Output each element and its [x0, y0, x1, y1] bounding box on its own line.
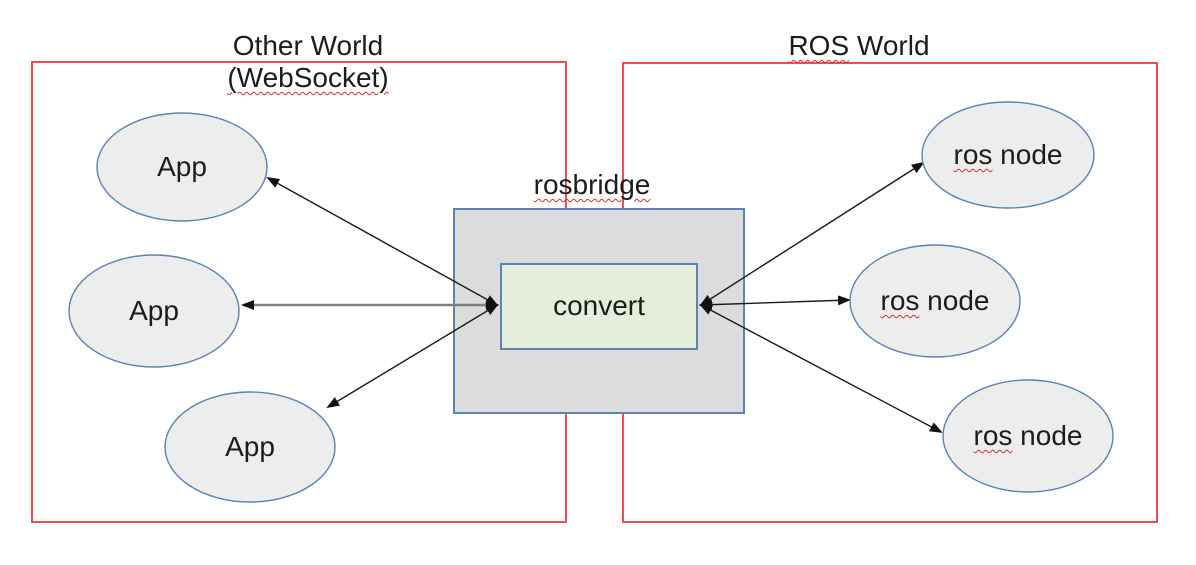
rosbridge-label-wrap: rosbridge [492, 169, 692, 201]
connector-convert-rosnode-top [699, 161, 925, 307]
connector-convert-rosnode-bottom [699, 304, 943, 433]
ros-world-title: ROS World [709, 30, 1009, 62]
rosnode-ellipse-top [921, 101, 1095, 209]
other-world-title-line2: (WebSocket) [227, 62, 389, 93]
rosbridge-label: rosbridge [533, 169, 651, 200]
rosnode-label-top: ros node [923, 139, 1093, 171]
rosnode-label-top-part2: node [992, 139, 1063, 170]
convert-label: convert [553, 290, 645, 321]
app-ellipse-bottom [164, 391, 336, 503]
connector-convert-app-top [266, 177, 499, 306]
app-label-bottom: App [225, 431, 275, 462]
other-world-title-line1: Other World [232, 30, 384, 61]
ros-world-title-part1: ROS [788, 30, 850, 61]
app-ellipse-top [96, 112, 268, 222]
ros-world-title-part2: World [849, 30, 930, 61]
rosnode-label-bottom: ros node [943, 420, 1113, 452]
rosnode-label-middle-part2: node [919, 285, 990, 316]
rosnode-label-bottom-part1: ros [973, 420, 1013, 451]
app-label-top: App [157, 151, 207, 182]
rosnode-ellipse-middle [849, 244, 1021, 358]
rosnode-label-middle-part1: ros [880, 285, 920, 316]
convert-box [500, 263, 698, 350]
rosnode-ellipse-bottom [942, 379, 1114, 493]
app-label-middle: App [129, 295, 179, 326]
other-world-title: Other World (WebSocket) [158, 30, 458, 94]
rosnode-label-middle: ros node [850, 285, 1020, 317]
connector-convert-app-bottom [326, 303, 499, 409]
rosnode-label-top-part1: ros [953, 139, 993, 170]
rosnode-label-bottom-part2: node [1012, 420, 1083, 451]
app-ellipse-middle [68, 254, 240, 368]
